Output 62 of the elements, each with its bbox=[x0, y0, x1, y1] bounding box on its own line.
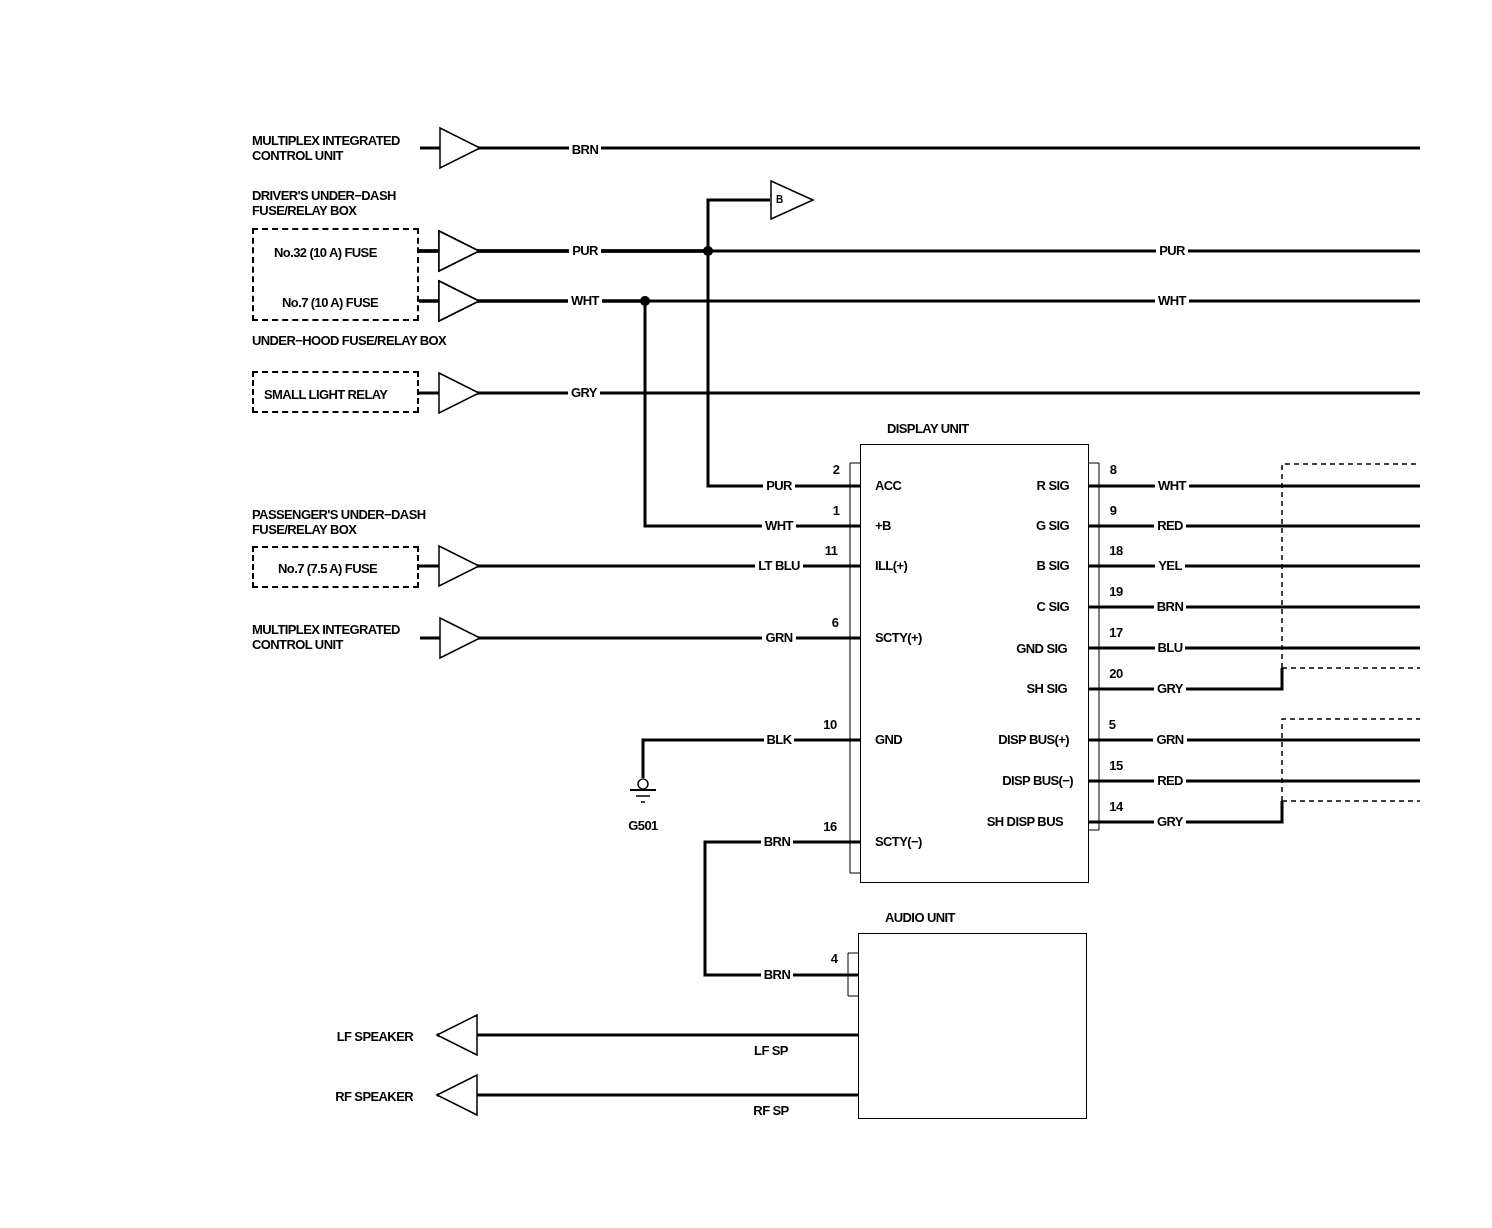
pin-name: DISP BUS(+) bbox=[997, 732, 1070, 748]
pin-number: 14 bbox=[1108, 799, 1125, 815]
pin-name: G SIG bbox=[1034, 518, 1070, 534]
wire bbox=[1089, 605, 1420, 609]
component-label: LF SPEAKER bbox=[320, 1027, 437, 1045]
relay-label: SMALL LIGHT RELAY bbox=[254, 385, 419, 403]
box-heading: AUDIO UNIT bbox=[885, 910, 957, 925]
pin-number: 9 bbox=[1108, 503, 1118, 519]
box-heading: DRIVER'S UNDER−DASH FUSE/RELAY BOX bbox=[252, 188, 397, 218]
component-label: MULTIPLEX INTEGRATED CONTROL UNIT bbox=[252, 621, 420, 653]
pin-number: 20 bbox=[1108, 666, 1124, 682]
pin-name: SCTY(−) bbox=[874, 834, 923, 850]
pin-number: 5 bbox=[1107, 717, 1117, 733]
pin-number: 6 bbox=[830, 615, 840, 631]
pin-name: SCTY(+) bbox=[874, 630, 923, 646]
wire bbox=[419, 545, 860, 587]
ground-terminal: G501 bbox=[621, 778, 665, 840]
pin-name: SH SIG bbox=[1025, 681, 1068, 697]
pin-name: ACC bbox=[874, 478, 903, 494]
fuse-label: No.7 (10 A) FUSE bbox=[254, 293, 419, 311]
pin-number: 16 bbox=[822, 819, 838, 835]
pin-name: R SIG bbox=[1035, 478, 1070, 494]
pin-number: 15 bbox=[1108, 758, 1124, 774]
pin-name: SH DISP BUS bbox=[985, 814, 1064, 830]
pin-number: 19 bbox=[1108, 584, 1124, 600]
wire bbox=[420, 617, 860, 659]
pin-name: ILL(+) bbox=[874, 558, 909, 574]
wire bbox=[1089, 646, 1420, 650]
box-heading: PASSENGER'S UNDER−DASH FUSE/RELAY BOX bbox=[252, 507, 427, 537]
pin-name: GND SIG bbox=[1015, 641, 1068, 657]
pin-name: +B bbox=[874, 518, 892, 534]
pin-number: 2 bbox=[831, 462, 841, 478]
wire bbox=[419, 230, 860, 488]
wire bbox=[419, 372, 1420, 414]
fuse-label: No.7 (7.5 A) FUSE bbox=[254, 559, 419, 577]
wire bbox=[1089, 524, 1420, 528]
wire bbox=[436, 1014, 858, 1056]
wire bbox=[1089, 779, 1420, 783]
box-heading: UNDER−HOOD FUSE/RELAY BOX bbox=[252, 333, 448, 348]
wire bbox=[1089, 738, 1420, 742]
fuse-label: No.32 (10 A) FUSE bbox=[254, 243, 419, 261]
pin-name: C SIG bbox=[1035, 599, 1070, 615]
pin-name: B SIG bbox=[1035, 558, 1070, 574]
pin-number: 18 bbox=[1108, 543, 1124, 559]
pin-number: 1 bbox=[831, 503, 841, 519]
pin-name: GND bbox=[874, 732, 904, 748]
pin-number: 8 bbox=[1108, 462, 1118, 478]
box-heading: DISPLAY UNIT bbox=[887, 421, 970, 436]
pin-number: 17 bbox=[1108, 625, 1124, 641]
wire bbox=[419, 280, 860, 528]
pin-number: 10 bbox=[822, 717, 838, 733]
wire bbox=[436, 1074, 858, 1116]
pin-number: 4 bbox=[829, 951, 839, 967]
connector-triangle: B bbox=[770, 180, 814, 220]
pin-number: 11 bbox=[823, 543, 839, 559]
component-label: MULTIPLEX INTEGRATED CONTROL UNIT bbox=[252, 132, 420, 164]
wire bbox=[1089, 484, 1420, 488]
component-label: RF SPEAKER bbox=[320, 1087, 437, 1105]
wire bbox=[1089, 564, 1420, 568]
wire bbox=[420, 127, 1420, 169]
pin-name: DISP BUS(−) bbox=[1001, 773, 1074, 789]
wire bbox=[641, 738, 860, 778]
